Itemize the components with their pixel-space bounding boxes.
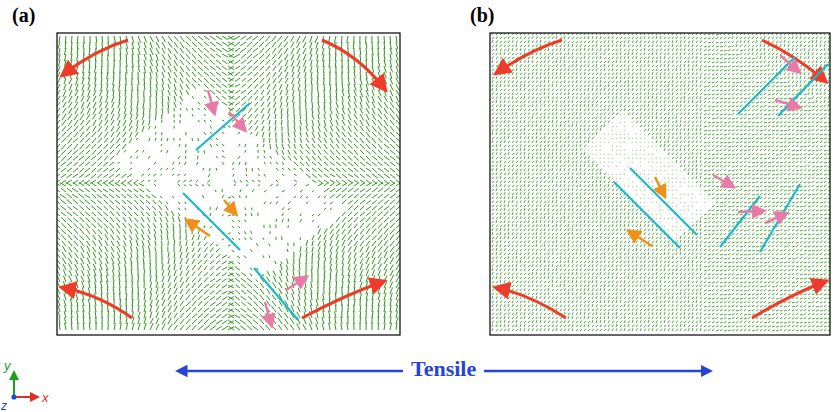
axis-triad [11, 374, 36, 400]
label-holder: (a) [12, 4, 35, 26]
label-holder: y [4, 356, 11, 374]
axis-label: z [1, 400, 7, 412]
slip-lines [183, 57, 828, 320]
label-holder: Tensile [403, 357, 484, 381]
displacement-vectors [57, 36, 400, 330]
label-holder: x [42, 388, 49, 406]
load-label: Tensile [403, 357, 484, 381]
displacement-vectors [492, 33, 830, 331]
panel-frame [490, 33, 830, 335]
shear-arrows [208, 55, 798, 324]
vector-field [492, 33, 830, 331]
axis-label: x [42, 391, 49, 405]
axis-label: y [4, 359, 11, 373]
label-holder: (b) [470, 4, 494, 26]
rotation-arrows [64, 40, 824, 318]
vector-field [57, 36, 400, 330]
shear-arrows [188, 177, 664, 246]
panel-frame [57, 33, 400, 335]
label-holder: z [1, 396, 7, 412]
panel-label: (b) [470, 4, 494, 26]
displacement-vectors [584, 114, 713, 239]
panel-label: (a) [12, 4, 35, 26]
